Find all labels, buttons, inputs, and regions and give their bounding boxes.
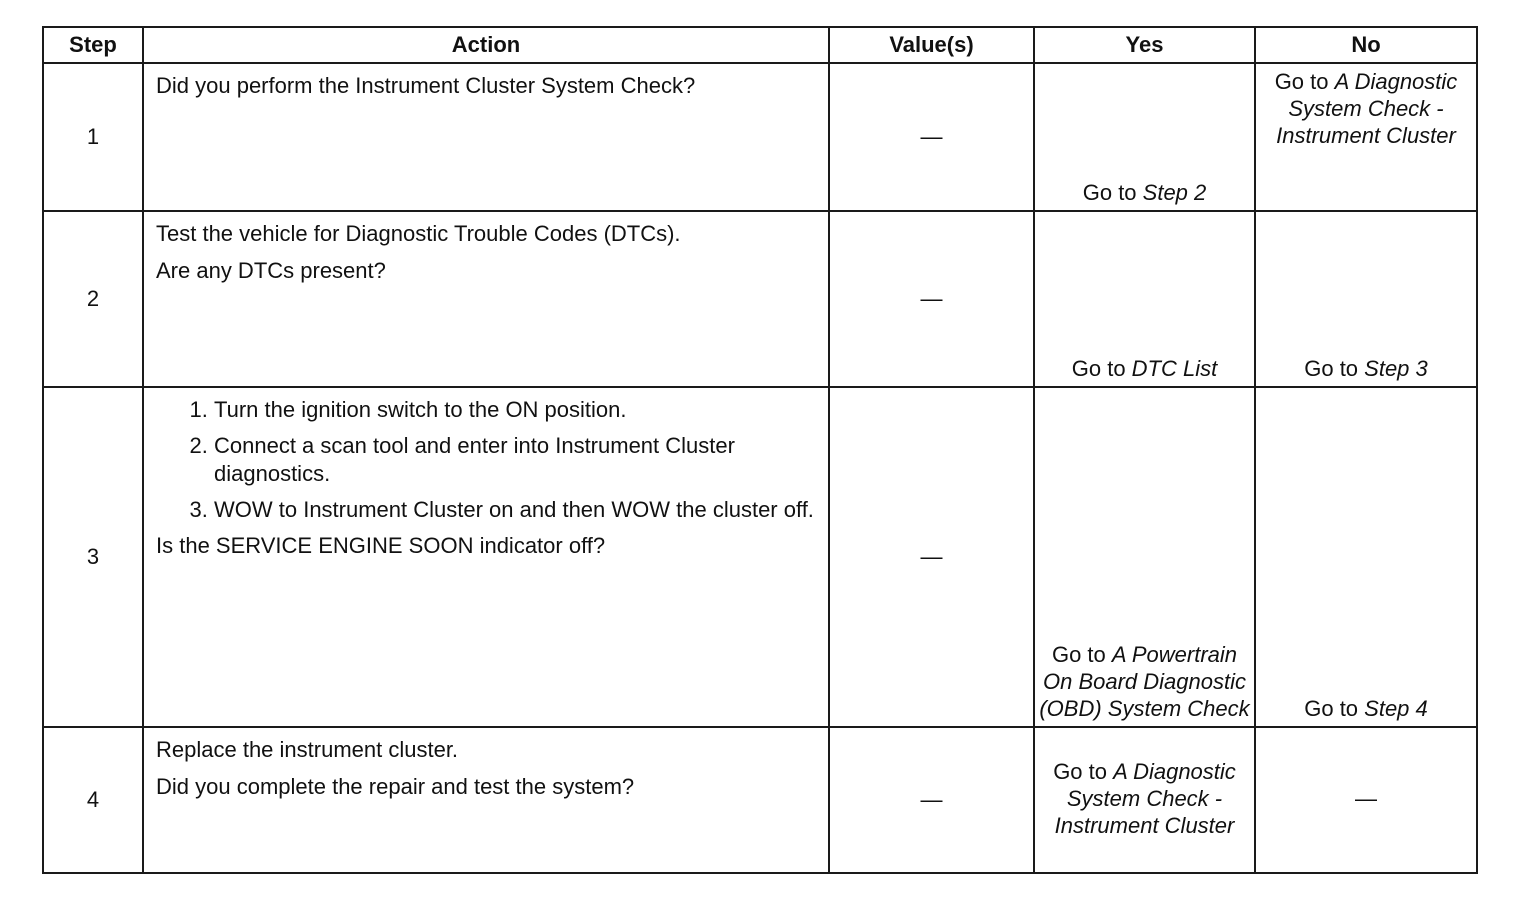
action-text: Replace the instrument cluster. — [156, 737, 459, 762]
yes-prefix: Go to — [1071, 356, 1132, 381]
action-step-item: Connect a scan tool and enter into Instr… — [214, 432, 818, 488]
no-reference-link[interactable]: Step 3 — [1364, 356, 1428, 381]
value-dash: — — [920, 286, 943, 311]
header-step: Step — [42, 26, 144, 64]
value-dash: — — [920, 544, 943, 569]
action-cell: Did you perform the Instrument Cluster S… — [142, 62, 830, 212]
yes-cell: Go to A Diagnostic System Check - Instru… — [1033, 726, 1256, 874]
action-text: Did you perform the Instrument Cluster S… — [156, 73, 696, 98]
yes-cell: Go to DTC List — [1033, 210, 1256, 388]
no-dash: — — [1355, 785, 1377, 811]
yes-reference-link[interactable]: DTC List — [1131, 356, 1218, 381]
action-text: Test the vehicle for Diagnostic Trouble … — [156, 221, 681, 246]
step-number: 4 — [42, 726, 144, 874]
step-number: 1 — [42, 62, 144, 212]
action-question: Are any DTCs present? — [156, 258, 386, 283]
action-step-list: Turn the ignition switch to the ON posit… — [156, 396, 818, 524]
action-cell: Replace the instrument cluster. Did you … — [142, 726, 830, 874]
no-cell: Go to A Diagnostic System Check - Instru… — [1254, 62, 1478, 212]
table-row: 4 Replace the instrument cluster. Did yo… — [42, 726, 1478, 874]
yes-reference-link[interactable]: Step 2 — [1142, 180, 1207, 205]
value-cell: — — [828, 210, 1035, 388]
action-cell: Turn the ignition switch to the ON posit… — [142, 386, 830, 728]
yes-prefix: Go to — [1053, 758, 1114, 784]
no-reference-link[interactable]: A Diagnostic System Check - Instrument C… — [1276, 69, 1458, 148]
value-dash: — — [920, 787, 943, 812]
action-step-item: WOW to Instrument Cluster on and then WO… — [214, 496, 818, 524]
action-question: Did you complete the repair and test the… — [156, 774, 635, 799]
action-cell: Test the vehicle for Diagnostic Trouble … — [142, 210, 830, 388]
header-row: Step Action Value(s) Yes No — [42, 26, 1478, 64]
no-prefix: Go to — [1274, 69, 1335, 94]
action-step-item: Turn the ignition switch to the ON posit… — [214, 396, 818, 424]
table-row: 1 Did you perform the Instrument Cluster… — [42, 62, 1478, 212]
header-action: Action — [142, 26, 830, 64]
no-prefix: Go to — [1304, 696, 1365, 721]
value-dash: — — [920, 124, 943, 149]
value-cell: — — [828, 62, 1035, 212]
value-cell: — — [828, 386, 1035, 728]
no-cell: Go to Step 3 — [1254, 210, 1478, 388]
yes-reference-link[interactable]: A Powertrain On Board Diagnostic (OBD) S… — [1039, 642, 1250, 721]
yes-prefix: Go to — [1051, 642, 1112, 667]
table-row: 3 Turn the ignition switch to the ON pos… — [42, 386, 1478, 728]
header-no: No — [1254, 26, 1478, 64]
header-yes: Yes — [1033, 26, 1256, 64]
yes-reference-link[interactable]: A Diagnostic System Check - Instrument C… — [1054, 758, 1236, 838]
header-values: Value(s) — [828, 26, 1035, 64]
action-question: Is the SERVICE ENGINE SOON indicator off… — [156, 533, 606, 558]
value-cell: — — [828, 726, 1035, 874]
no-prefix: Go to — [1304, 356, 1365, 381]
yes-prefix: Go to — [1082, 180, 1143, 205]
no-cell: Go to Step 4 — [1254, 386, 1478, 728]
step-number: 2 — [42, 210, 144, 388]
step-number: 3 — [42, 386, 144, 728]
yes-cell: Go to Step 2 — [1033, 62, 1256, 212]
yes-cell: Go to A Powertrain On Board Diagnostic (… — [1033, 386, 1256, 728]
table-row: 2 Test the vehicle for Diagnostic Troubl… — [42, 210, 1478, 388]
no-reference-link[interactable]: Step 4 — [1364, 696, 1428, 721]
diagnostic-table: Step Action Value(s) Yes No 1 Did you pe… — [42, 26, 1478, 874]
no-cell: — — [1254, 726, 1478, 874]
